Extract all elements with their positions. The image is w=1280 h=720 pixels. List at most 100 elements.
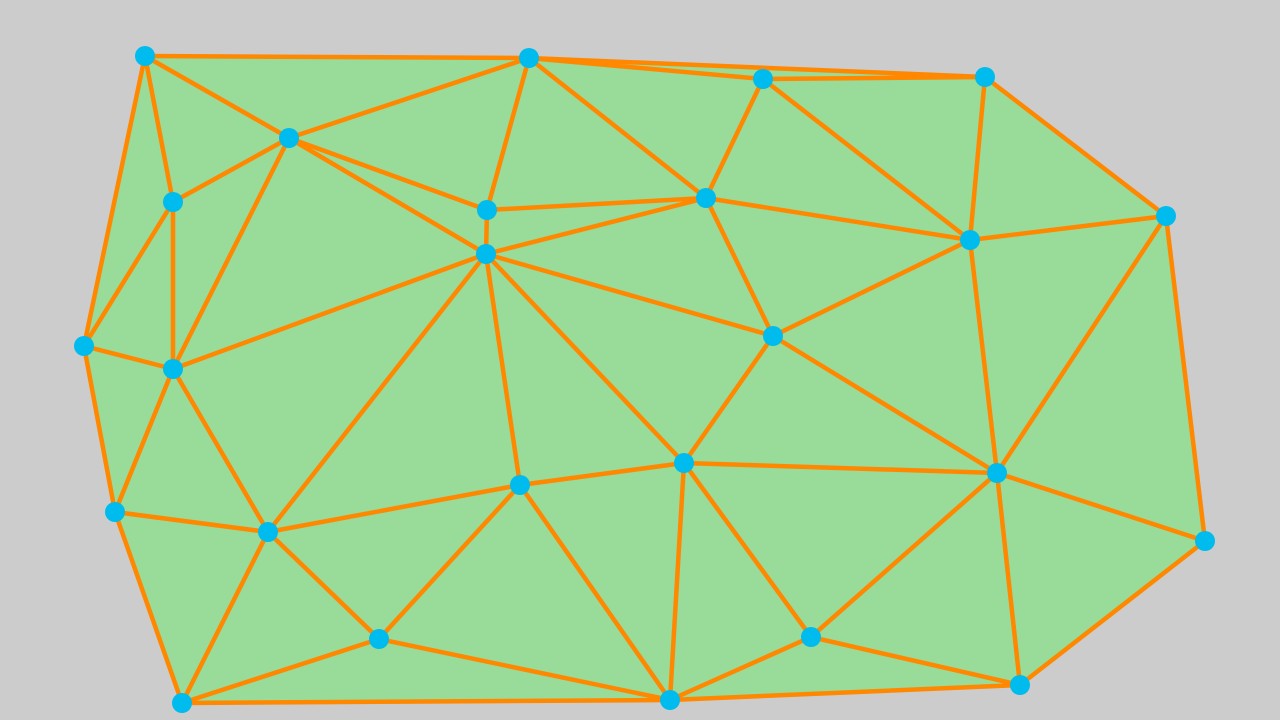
mesh-vertex[interactable] — [960, 230, 980, 250]
mesh-edge — [808, 634, 1023, 688]
mesh-edge — [483, 251, 776, 339]
mesh-edge — [81, 199, 176, 349]
mesh-triangle — [487, 58, 706, 210]
mesh-vertex[interactable] — [975, 67, 995, 87]
mesh-edge — [376, 482, 523, 642]
mesh-vertex[interactable] — [763, 326, 783, 346]
mesh-edge — [112, 509, 271, 535]
mesh-triangle — [763, 77, 985, 240]
mesh-vertex[interactable] — [163, 359, 183, 379]
mesh-edge — [483, 195, 709, 257]
mesh-triangle — [486, 254, 773, 463]
mesh-vertex[interactable] — [510, 475, 530, 495]
mesh-vertex[interactable] — [258, 522, 278, 542]
mesh-vertex[interactable] — [1010, 675, 1030, 695]
mesh-triangle — [268, 254, 520, 532]
mesh-edge — [760, 76, 973, 243]
mesh-vertex[interactable] — [753, 69, 773, 89]
mesh-edge — [967, 74, 988, 243]
mesh-vertex[interactable] — [105, 502, 125, 522]
mesh-edge — [681, 460, 814, 640]
mesh-edge — [526, 55, 709, 201]
mesh-vertex[interactable] — [519, 48, 539, 68]
mesh-triangle — [970, 216, 1166, 473]
mesh-edge — [483, 251, 523, 488]
mesh-triangle — [529, 58, 763, 198]
mesh-triangle — [173, 138, 486, 369]
mesh-edge — [994, 470, 1023, 688]
mesh-vertex[interactable] — [660, 690, 680, 710]
mesh-edge — [967, 213, 1169, 243]
mesh-vertex[interactable] — [1195, 531, 1215, 551]
mesh-vertex[interactable] — [74, 336, 94, 356]
mesh-vertex[interactable] — [477, 200, 497, 220]
mesh-triangle — [115, 512, 268, 703]
mesh-edge — [808, 470, 1000, 640]
mesh-edge — [179, 636, 382, 706]
mesh-triangle — [115, 369, 268, 532]
mesh-triangle — [145, 56, 529, 138]
mesh-edge — [517, 482, 673, 703]
mesh-vertex[interactable] — [696, 188, 716, 208]
mesh-edge — [703, 195, 776, 339]
mesh-edge — [994, 213, 1169, 476]
mesh-triangle — [970, 77, 1166, 240]
mesh-edge — [170, 251, 489, 372]
mesh-edge — [667, 460, 687, 703]
mesh-edge — [286, 135, 490, 213]
mesh-triangle — [182, 639, 670, 703]
mesh-triangle — [145, 56, 289, 202]
mesh-edge — [170, 135, 292, 205]
mesh-triangle — [520, 463, 684, 700]
mesh-vertex[interactable] — [801, 627, 821, 647]
mesh-edge — [517, 460, 687, 488]
mesh-triangle — [997, 216, 1205, 541]
mesh-triangle — [84, 202, 173, 369]
mesh-triangle — [84, 346, 173, 512]
mesh-vertex[interactable] — [1156, 206, 1176, 226]
mesh-edge — [484, 55, 532, 213]
mesh-vertex[interactable] — [279, 128, 299, 148]
mesh-vertex[interactable] — [369, 629, 389, 649]
mesh-triangle — [773, 240, 997, 473]
mesh-triangle — [670, 637, 1020, 700]
mesh-edge — [703, 76, 766, 201]
mesh-triangle — [379, 485, 670, 700]
mesh-edges — [81, 53, 1208, 706]
mesh-triangle — [706, 79, 970, 240]
mesh-triangle — [268, 485, 520, 639]
mesh-vertices — [74, 46, 1215, 713]
mesh-edge — [376, 636, 673, 703]
mesh-vertex[interactable] — [135, 46, 155, 66]
mesh-edge — [265, 529, 382, 642]
mesh-edge — [81, 343, 118, 515]
mesh-edge — [770, 237, 973, 339]
mesh-edge — [667, 634, 814, 703]
mesh-edge — [286, 135, 489, 257]
mesh-edge — [994, 470, 1208, 544]
mesh-triangle — [684, 336, 997, 473]
mesh-edge — [142, 53, 292, 141]
mesh-edge — [112, 509, 185, 706]
mesh-edge — [265, 251, 489, 535]
mesh-fill — [84, 56, 1205, 703]
mesh-edge — [483, 251, 687, 466]
mesh-edge — [81, 53, 148, 349]
mesh-edge — [286, 55, 532, 141]
mesh-vertex[interactable] — [476, 244, 496, 264]
mesh-vertex[interactable] — [163, 192, 183, 212]
mesh-edge — [1163, 213, 1208, 544]
mesh-edge — [667, 682, 1023, 703]
mesh-triangle — [84, 56, 173, 346]
mesh-edge — [681, 460, 1000, 476]
mesh-vertex[interactable] — [172, 693, 192, 713]
mesh-vertex[interactable] — [674, 453, 694, 473]
mesh-edge — [681, 333, 776, 466]
mesh-edge — [967, 237, 1000, 476]
mesh-vertex[interactable] — [987, 463, 1007, 483]
mesh-edge — [770, 333, 1000, 476]
mesh-triangle — [289, 58, 529, 210]
mesh-edge — [112, 366, 176, 515]
mesh-edge — [170, 135, 292, 372]
